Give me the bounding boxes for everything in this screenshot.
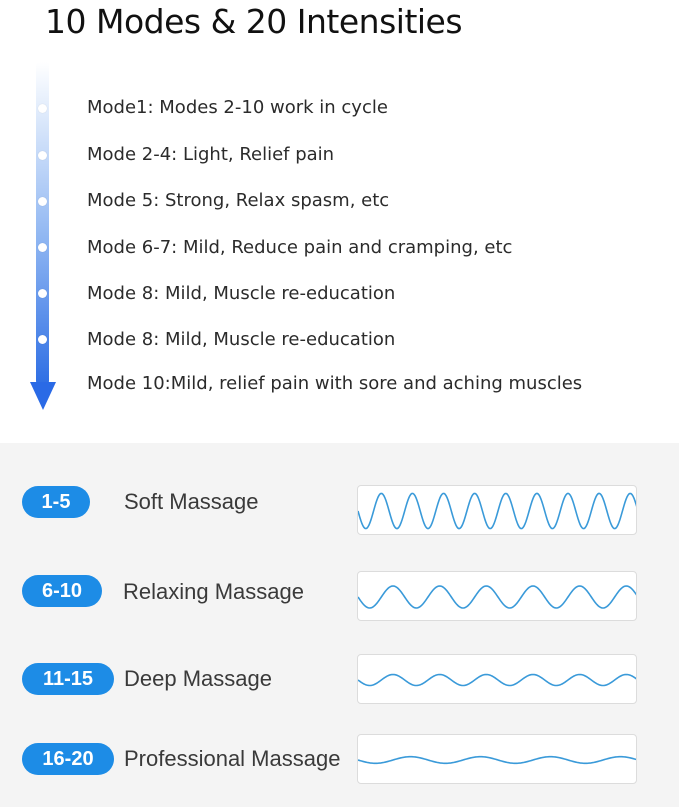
waveform-icon [358, 673, 636, 687]
mode-item: Mode1: Modes 2-10 work in cycle [87, 97, 388, 118]
waveform-line [358, 585, 636, 609]
waveform-icon [358, 755, 636, 765]
timeline-dot [38, 104, 47, 113]
page-title: 10 Modes & 20 Intensities [45, 2, 463, 41]
intensity-label: Soft Massage [124, 489, 259, 514]
timeline-dot [38, 243, 47, 252]
waveform-line [358, 755, 636, 765]
timeline-dot [38, 335, 47, 344]
intensity-range-badge: 1-5 [22, 486, 90, 518]
waveform-box [357, 485, 637, 535]
intensity-range-badge: 16-20 [22, 743, 114, 775]
mode-item: Mode 6-7: Mild, Reduce pain and cramping… [87, 237, 513, 258]
waveform-box [357, 734, 637, 784]
waveform-icon [358, 585, 636, 609]
waveform-line [358, 673, 636, 687]
intensity-range-badge: 6-10 [22, 575, 102, 607]
mode-item: Mode 8: Mild, Muscle re-education [87, 329, 396, 350]
mode-timeline [30, 62, 56, 414]
waveform-box [357, 571, 637, 621]
intensity-label: Professional Massage [124, 746, 341, 771]
waveform-icon [358, 492, 636, 530]
timeline-dot [38, 289, 47, 298]
mode-item: Mode 5: Strong, Relax spasm, etc [87, 190, 390, 211]
mode-item: Mode 8: Mild, Muscle re-education [87, 283, 396, 304]
mode-item: Mode 2-4: Light, Relief pain [87, 144, 335, 165]
intensity-range-badge: 11-15 [22, 663, 114, 695]
down-arrow-icon [30, 382, 56, 410]
mode-item: Mode 10:Mild, relief pain with sore and … [87, 373, 583, 394]
intensity-label: Deep Massage [124, 666, 272, 691]
timeline-dot [38, 151, 47, 160]
waveform-box [357, 654, 637, 704]
timeline-dot [38, 197, 47, 206]
timeline-gradient-bar [36, 62, 49, 384]
waveform-line [358, 492, 636, 530]
intensity-label: Relaxing Massage [123, 579, 304, 604]
